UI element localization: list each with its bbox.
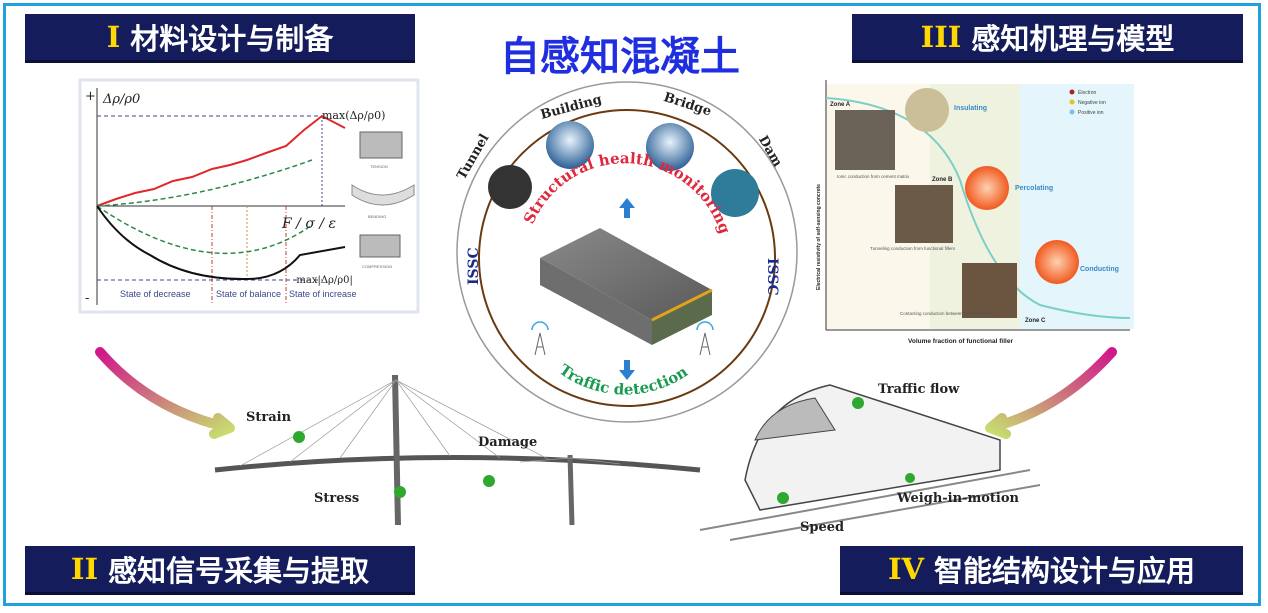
legend-label: Positive ion	[1078, 110, 1104, 116]
plus-sign: +	[85, 89, 96, 104]
sensor-point	[777, 492, 789, 504]
section-label: 感知信号采集与提取	[108, 554, 370, 588]
sensor-point	[394, 486, 406, 498]
mode-label: BENDING	[368, 214, 386, 219]
zone-c-zoom	[1035, 240, 1079, 284]
legend: Electron Negative ion Positive ion	[1069, 89, 1106, 116]
section-number: I	[106, 20, 121, 54]
x-axis-label: F / σ / ε	[281, 216, 336, 232]
state-label: Conducting	[1080, 266, 1119, 273]
legend-swatch	[1069, 99, 1075, 105]
curved-arrow-right-icon	[985, 347, 1117, 439]
caption: Ionic conduction from cement matrix	[837, 174, 910, 179]
sensor-point	[852, 397, 864, 409]
bridge-photo	[646, 123, 694, 171]
state-label: State of increase	[289, 289, 357, 299]
damage-label: Damage	[478, 435, 537, 450]
strain-label: Strain	[246, 410, 292, 425]
right-chart-panel: Zone A Zone B Zone C Insulating Percolat…	[816, 80, 1134, 345]
caption: Tunneling conduction from functional fil…	[870, 246, 956, 251]
main-title: 自感知混凝土	[500, 34, 740, 80]
state-label: Insulating	[954, 105, 987, 112]
zone-label: Zone C	[1025, 318, 1046, 324]
bending-curve-lower	[96, 205, 313, 255]
zone-a-cube	[835, 110, 895, 170]
issc-label-left: ISSC	[466, 247, 482, 285]
legend-label: Electron	[1078, 90, 1097, 96]
cable-stayed-bridge: Strain Stress Damage	[214, 374, 701, 526]
antenna-icon	[531, 321, 549, 356]
section-number: III	[920, 20, 962, 54]
dam-label: Dam	[755, 133, 785, 170]
legend-label: Negative ion	[1078, 100, 1106, 106]
caption: Contacting conduction between functional…	[900, 311, 996, 316]
building-photo	[546, 121, 594, 169]
bending-curve-upper	[96, 159, 313, 207]
sensor-point	[905, 473, 915, 483]
minus-sign: -	[85, 291, 89, 306]
tunnel-photo	[488, 165, 532, 209]
sensor-point	[483, 475, 495, 487]
weigh-in-motion-label: Weigh-in-motion	[896, 491, 1020, 506]
section-label: 智能结构设计与应用	[934, 554, 1196, 588]
section-number: II	[70, 552, 99, 586]
outer-ring	[456, 81, 798, 423]
outer-frame	[3, 3, 1261, 606]
arrow-down-icon	[619, 360, 635, 380]
left-chart-panel: + - Δρ/ρ0 max(Δρ/ρ0) -max|Δρ/ρ0| F / σ /…	[78, 78, 420, 314]
section-2-banner: II 感知信号采集与提取	[25, 546, 415, 595]
high-speed-train: Traffic flow Weigh-in-motion Speed	[699, 382, 1041, 541]
compression-specimen-icon: COMPRESSION	[359, 234, 401, 269]
min-label: -max|Δρ/ρ0|	[293, 275, 353, 286]
section-label: 感知机理与模型	[971, 22, 1175, 56]
zone-a-zoom	[905, 88, 949, 132]
mode-label: TENSION	[370, 164, 388, 169]
shm-label: Structural health monitoring	[520, 149, 734, 236]
section-number: IV	[887, 552, 925, 586]
concrete-block	[540, 228, 713, 345]
tension-curve	[96, 114, 346, 207]
zone-b-cube	[895, 185, 953, 243]
tension-specimen-icon: TENSION	[359, 131, 403, 169]
building-label: Building	[539, 92, 604, 123]
zone-c-bg	[1020, 84, 1134, 329]
sensor-point	[293, 431, 305, 443]
x-axis-label: Volume fraction of functional filler	[908, 338, 1013, 345]
section-3-banner: III 感知机理与模型	[852, 14, 1243, 63]
issc-label-right: ISSC	[764, 258, 780, 296]
compression-curve	[96, 205, 346, 281]
traffic-flow-label: Traffic flow	[878, 382, 960, 397]
speed-label: Speed	[800, 520, 844, 535]
traffic-detection-label: Traffic detection	[556, 361, 691, 399]
legend-swatch	[1069, 89, 1075, 95]
state-label: Percolating	[1015, 185, 1053, 192]
mode-label: COMPRESSION	[362, 264, 392, 269]
state-label: State of decrease	[120, 289, 191, 299]
arrow-up-icon	[619, 198, 635, 218]
curved-arrow-left-icon	[95, 347, 235, 439]
stress-label: Stress	[314, 491, 359, 506]
resistivity-curve	[825, 97, 1131, 319]
section-4-banner: IV 智能结构设计与应用	[840, 546, 1243, 595]
zone-label: Zone B	[932, 177, 953, 183]
section-label: 材料设计与制备	[130, 22, 334, 56]
y-axis-label: Δρ/ρ0	[102, 92, 140, 107]
section-1-banner: I 材料设计与制备	[25, 14, 415, 63]
application-circle: Tunnel Building Bridge Dam Structural he…	[454, 81, 798, 423]
dam-photo	[711, 169, 759, 217]
zone-label: Zone A	[830, 102, 851, 108]
bridge-label: Bridge	[662, 90, 713, 119]
state-label: State of balance	[216, 289, 281, 299]
y-axis-label: Electrical resistivity of self-sensing c…	[816, 184, 822, 290]
inner-ring	[478, 109, 776, 407]
zone-c-cube	[962, 263, 1017, 318]
max-label: max(Δρ/ρ0)	[322, 109, 385, 122]
antenna-icon	[696, 321, 714, 356]
zone-b-zoom	[965, 166, 1009, 210]
legend-swatch	[1069, 109, 1075, 115]
bending-specimen-icon: BENDING	[351, 184, 415, 219]
